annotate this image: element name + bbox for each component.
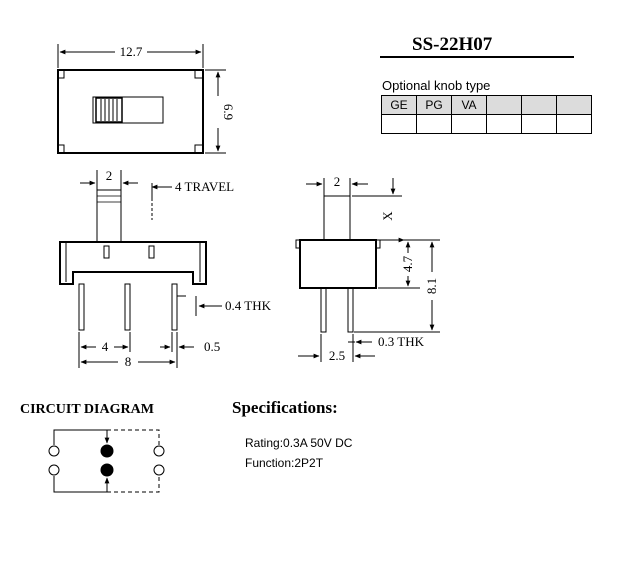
front-knob bbox=[96, 189, 122, 243]
spec-function: Function:2P2T bbox=[245, 456, 324, 470]
dim-height: 6.9 bbox=[221, 104, 236, 120]
link-bottom-right bbox=[107, 476, 160, 493]
pin bbox=[171, 283, 178, 331]
contact-open bbox=[153, 464, 165, 476]
link-top-right bbox=[107, 429, 160, 445]
dim-knob-width: 2 bbox=[106, 168, 113, 183]
dim-thickness: 0.4 THK bbox=[225, 298, 272, 313]
knob-option bbox=[486, 95, 522, 115]
dim-pin-spacing: 2.5 bbox=[329, 348, 345, 363]
pin bbox=[320, 287, 327, 333]
pin bbox=[78, 283, 85, 331]
specifications-title: Specifications: bbox=[232, 398, 338, 417]
pin bbox=[124, 283, 131, 331]
circuit-diagram bbox=[48, 429, 165, 493]
corner-tab bbox=[194, 144, 203, 153]
knob-option: VA bbox=[451, 95, 487, 115]
circuit-diagram-title: CIRCUIT DIAGRAM bbox=[20, 402, 154, 417]
dim-width: 12.7 bbox=[120, 44, 143, 59]
dim-x: X bbox=[380, 211, 395, 221]
top-view bbox=[57, 44, 226, 154]
knob-type-table: GE PG VA bbox=[381, 95, 592, 134]
link-top-left bbox=[53, 429, 110, 445]
model-number: SS-22H07 bbox=[412, 34, 493, 55]
side-knob bbox=[323, 195, 351, 241]
pin bbox=[347, 287, 354, 333]
slot-mark bbox=[148, 245, 155, 259]
dim-body-height: 4.7 bbox=[400, 255, 415, 272]
dim-travel: 4 TRAVEL bbox=[175, 179, 234, 194]
corner-tab bbox=[194, 70, 203, 79]
dim-pin-width: 0.5 bbox=[204, 339, 220, 354]
contact-open bbox=[48, 464, 60, 476]
contact-common bbox=[100, 444, 114, 458]
spec-rating: Rating:0.3A 50V DC bbox=[245, 436, 353, 450]
knob-option bbox=[521, 95, 557, 115]
contact-common bbox=[100, 463, 114, 477]
corner-tab bbox=[58, 70, 65, 79]
knob-row-blank bbox=[381, 114, 592, 134]
side-view bbox=[295, 178, 440, 362]
slider-slot bbox=[92, 96, 164, 124]
dim-span: 8 bbox=[125, 354, 132, 369]
model-underline bbox=[380, 56, 574, 58]
knob-option: GE bbox=[381, 95, 417, 115]
front-body bbox=[59, 241, 207, 285]
front-view bbox=[59, 170, 222, 368]
knob-ridges bbox=[100, 99, 118, 121]
dim-side-thickness: 0.3 THK bbox=[378, 334, 425, 349]
top-body-outline bbox=[57, 69, 204, 154]
dim-pitch: 4 bbox=[102, 339, 109, 354]
contact-open bbox=[153, 445, 165, 457]
knob-caption: Optional knob type bbox=[382, 78, 491, 93]
corner-tab bbox=[58, 144, 65, 153]
link-bottom-left bbox=[53, 476, 110, 493]
knob-option bbox=[556, 95, 592, 115]
dim-total-height: 8.1 bbox=[424, 278, 439, 294]
dim-side-knob: 2 bbox=[334, 174, 341, 189]
knob-cell bbox=[556, 114, 592, 134]
slot-mark bbox=[103, 245, 110, 259]
contact-open bbox=[48, 445, 60, 457]
side-body bbox=[299, 239, 377, 289]
